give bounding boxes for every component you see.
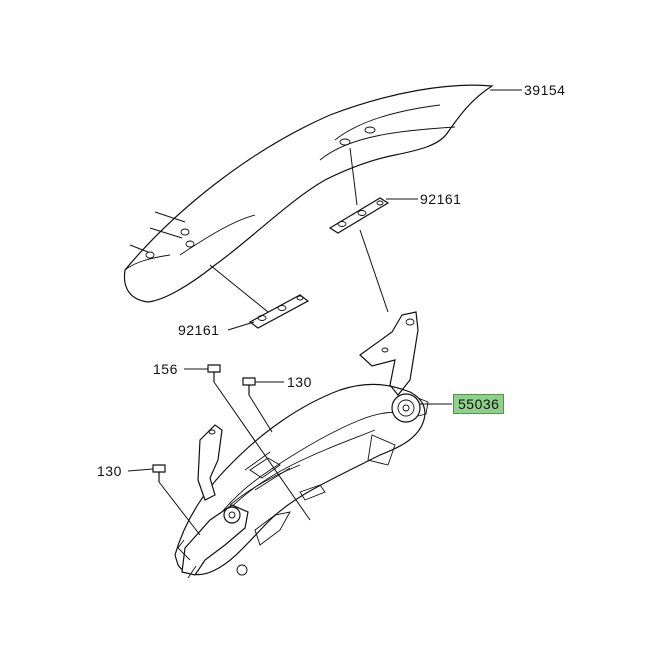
label-92161-upper: 92161 (420, 191, 462, 207)
leader-dash-2 (149, 227, 183, 239)
leader-dash-1 (154, 211, 186, 223)
windshield-stay (174, 311, 429, 579)
label-130-upper: 130 (287, 374, 312, 390)
label-156: 156 (153, 361, 178, 377)
bolt-130-left (152, 464, 166, 482)
leader-92161-lower (227, 321, 255, 331)
leader-bolt130left-frame (158, 481, 201, 536)
label-39154: 39154 (524, 82, 566, 98)
label-92161-lower: 92161 (178, 322, 220, 338)
leader-bolt130-frame (248, 394, 273, 433)
leader-windshield-lowerbracket (209, 264, 269, 313)
leader-130-left (127, 468, 154, 472)
leader-dash-3 (129, 244, 149, 253)
leader-bolt156-frame (213, 381, 311, 521)
bolt-130-upper (242, 377, 256, 395)
windshield (123, 84, 494, 303)
leader-windshield-upperbracket (349, 147, 358, 206)
lower-bracket (248, 294, 310, 329)
leader-upperbracket-stay (359, 229, 389, 313)
label-55036[interactable]: 55036 (453, 394, 505, 414)
upper-bracket (328, 197, 390, 234)
bolt-156 (207, 364, 221, 382)
label-130-left: 130 (97, 463, 122, 479)
